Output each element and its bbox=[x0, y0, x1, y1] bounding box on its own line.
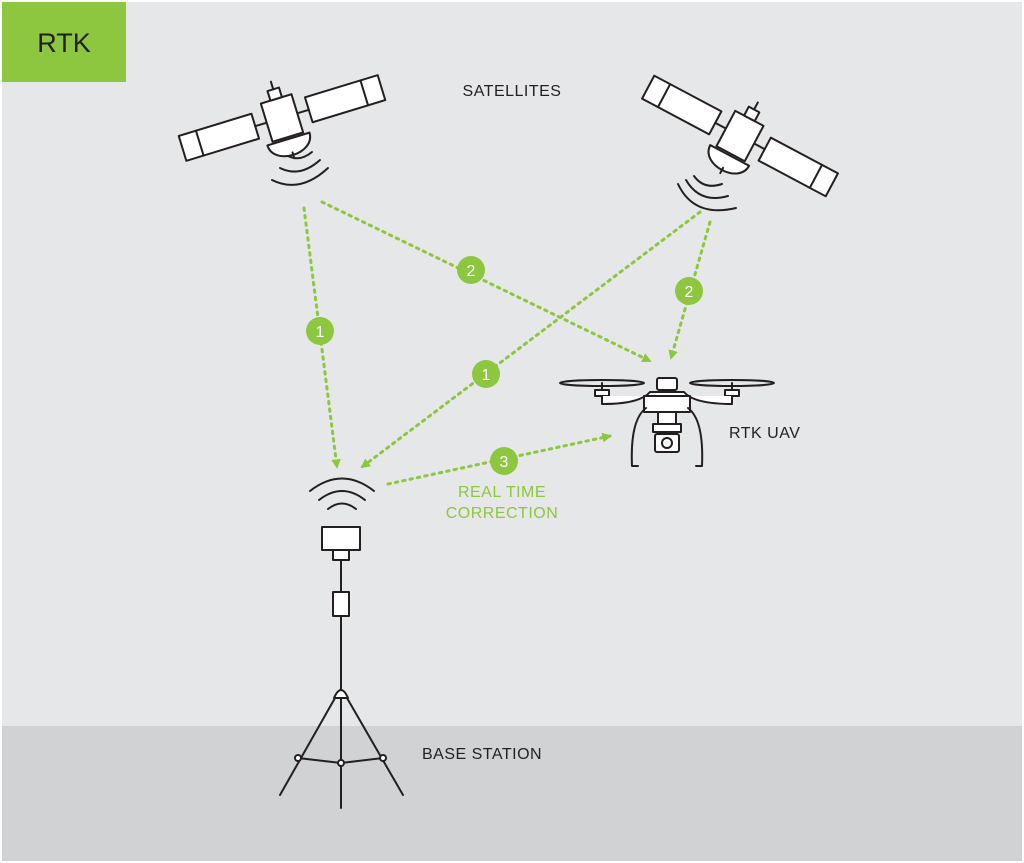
step-badge-left-to-base: 1 bbox=[306, 317, 334, 345]
satellites-label: SATELLITES bbox=[463, 83, 562, 100]
step-badge-right-to-base: 1 bbox=[472, 360, 500, 388]
signal-line-right-sat-to-base bbox=[360, 210, 702, 469]
uav-label: RTK UAV bbox=[729, 425, 800, 442]
step-number: 1 bbox=[316, 324, 325, 341]
step-badge-left-to-uav: 2 bbox=[457, 256, 485, 284]
drone-icon bbox=[559, 377, 775, 467]
step-number: 3 bbox=[500, 454, 509, 471]
step-number: 1 bbox=[482, 367, 491, 384]
step-badge-right-to-uav: 2 bbox=[675, 277, 703, 305]
satellite-icon bbox=[177, 74, 387, 186]
step-number: 2 bbox=[467, 263, 476, 280]
base-station-label: BASE STATION bbox=[422, 746, 542, 763]
correction-label-line2: CORRECTION bbox=[446, 505, 559, 522]
sky-background bbox=[2, 2, 1022, 726]
signal-line-left-sat-to-uav bbox=[320, 200, 652, 363]
rtk-tag-label: RTK bbox=[37, 28, 91, 58]
satellite-icon bbox=[641, 74, 839, 212]
correction-label-line1: REAL TIME bbox=[458, 484, 546, 501]
step-badge-base-to-uav: 3 bbox=[490, 447, 518, 475]
ground-area bbox=[2, 726, 1022, 861]
step-number: 2 bbox=[685, 284, 694, 301]
rtk-tag: RTK bbox=[2, 2, 126, 82]
tripod-antenna-icon bbox=[279, 477, 404, 809]
